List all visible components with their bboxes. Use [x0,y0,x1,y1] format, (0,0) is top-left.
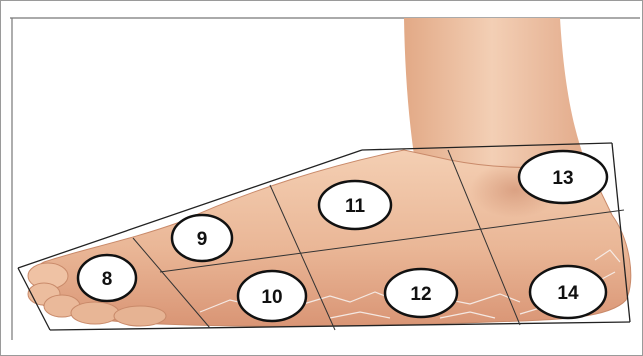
zone-14: 14 [530,266,606,318]
zone-11-label: 11 [345,196,366,217]
zone-9-label: 9 [197,229,208,250]
zone-11: 11 [319,181,391,229]
zone-14-label: 14 [557,283,579,304]
zone-12: 12 [385,269,457,317]
zone-8: 8 [78,255,136,301]
zone-13-label: 13 [552,168,573,189]
zone-8-label: 8 [102,269,113,290]
zone-13: 13 [519,151,607,203]
zone-10-label: 10 [261,287,282,308]
zone-10: 10 [238,271,306,321]
zone-9: 9 [172,215,232,261]
zone-12-label: 12 [410,284,431,305]
